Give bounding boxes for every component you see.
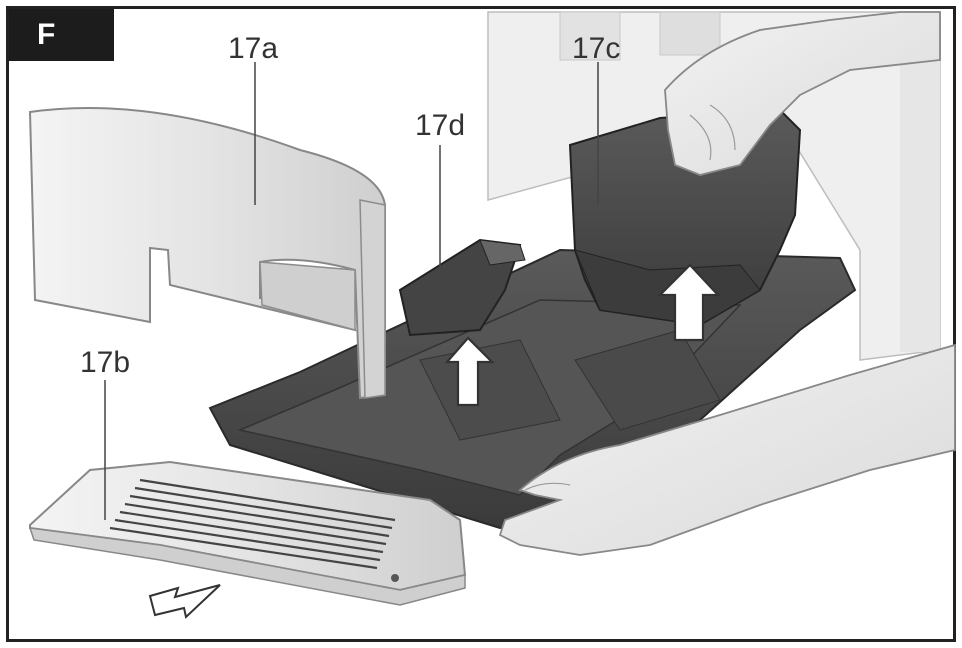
part-17b-grille-tray — [28, 460, 467, 606]
leader-lines — [104, 62, 599, 520]
part-17d — [398, 238, 526, 337]
grille-slots — [109, 478, 396, 570]
machine-body — [487, 11, 941, 361]
part-17a-cover — [28, 106, 386, 400]
arrow-pull-17b — [148, 584, 221, 619]
arrow-up-17d — [444, 336, 495, 407]
arrow-up-17c — [657, 263, 721, 342]
tray-hole — [391, 574, 399, 582]
label-17a: 17a — [228, 32, 278, 65]
figure-badge: F — [9, 9, 114, 61]
label-17c: 17c — [572, 32, 620, 65]
label-17d: 17d — [415, 109, 465, 142]
lower-hand — [498, 343, 956, 556]
upper-hand — [664, 11, 941, 176]
label-17b: 17b — [80, 346, 130, 379]
